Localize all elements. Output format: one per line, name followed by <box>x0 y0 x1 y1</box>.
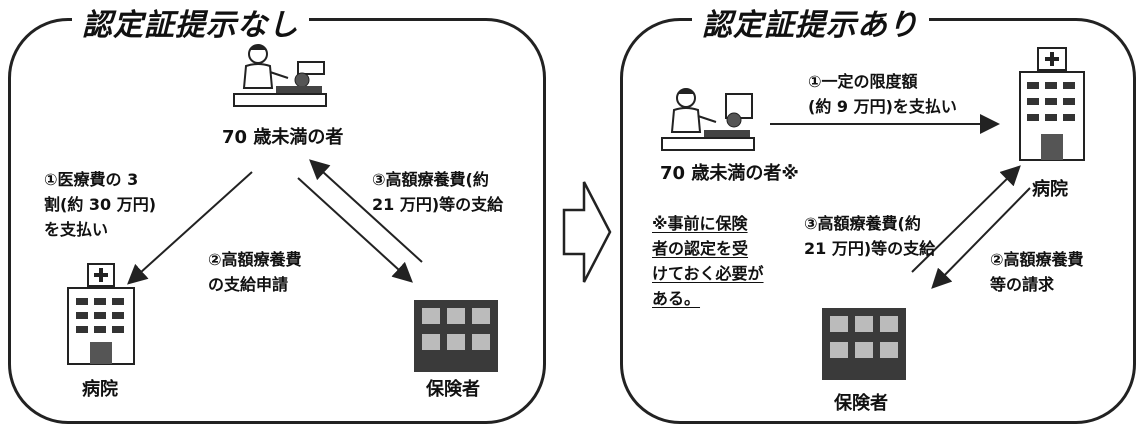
left-arrow-patient-to-hospital <box>127 171 253 285</box>
insurer-building-icon <box>414 300 498 372</box>
hospital-icon <box>67 263 135 365</box>
right-patient-label: 70 歳未満の者※ <box>660 163 799 184</box>
right-step2-line1: ②高額療養費 <box>990 250 1084 269</box>
right-arrow-hospital-to-insurer <box>931 187 1031 289</box>
left-step2-line2: の支給申請 <box>208 275 289 294</box>
hospital-icon <box>1019 47 1085 161</box>
patient-bed-icon <box>233 44 327 107</box>
right-step3-line1: ③高額療養費(約 <box>804 214 921 233</box>
left-patient-label: 70 歳未満の者 <box>222 127 344 148</box>
right-note-line3: けておく必要が <box>652 264 764 283</box>
right-step1-line1: ①一定の限度額 <box>808 72 918 91</box>
right-note-line4: ある。 <box>652 289 701 308</box>
left-step1-line1: ①医療費の 3 <box>44 170 139 189</box>
right-arrow-insurer-to-hospital <box>911 165 1021 273</box>
flow-arrow-icon <box>562 181 612 283</box>
left-step1-line3: を支払い <box>44 220 109 239</box>
right-note-line2: 者の認定を受 <box>652 239 749 258</box>
right-step2-line2: 等の請求 <box>990 275 1055 294</box>
right-hospital-label: 病院 <box>1032 179 1068 200</box>
left-step2-line1: ②高額療養費 <box>208 250 302 269</box>
right-panel-title: 認定証提示あり <box>692 0 929 44</box>
insurer-building-icon <box>822 308 906 380</box>
right-note-line1: ※事前に保険 <box>652 214 748 233</box>
left-step1-line2: 割(約 30 万円) <box>44 195 157 214</box>
right-step3-line2: 21 万円)等の支給 <box>804 239 936 258</box>
left-arrow-patient-to-insurer <box>297 177 413 283</box>
right-insurer-label: 保険者 <box>834 393 888 414</box>
left-hospital-label: 病院 <box>82 379 118 400</box>
right-step1-line2: (約 9 万円)を支払い <box>808 97 957 116</box>
left-step3-line1: ③高額療養費(約 <box>372 170 489 189</box>
left-insurer-label: 保険者 <box>426 379 480 400</box>
left-step3-line2: 21 万円)等の支給 <box>372 195 504 214</box>
patient-bed-icon <box>661 88 755 151</box>
left-arrow-insurer-to-patient <box>309 159 423 263</box>
left-panel-title: 認定証提示なし <box>72 0 309 44</box>
